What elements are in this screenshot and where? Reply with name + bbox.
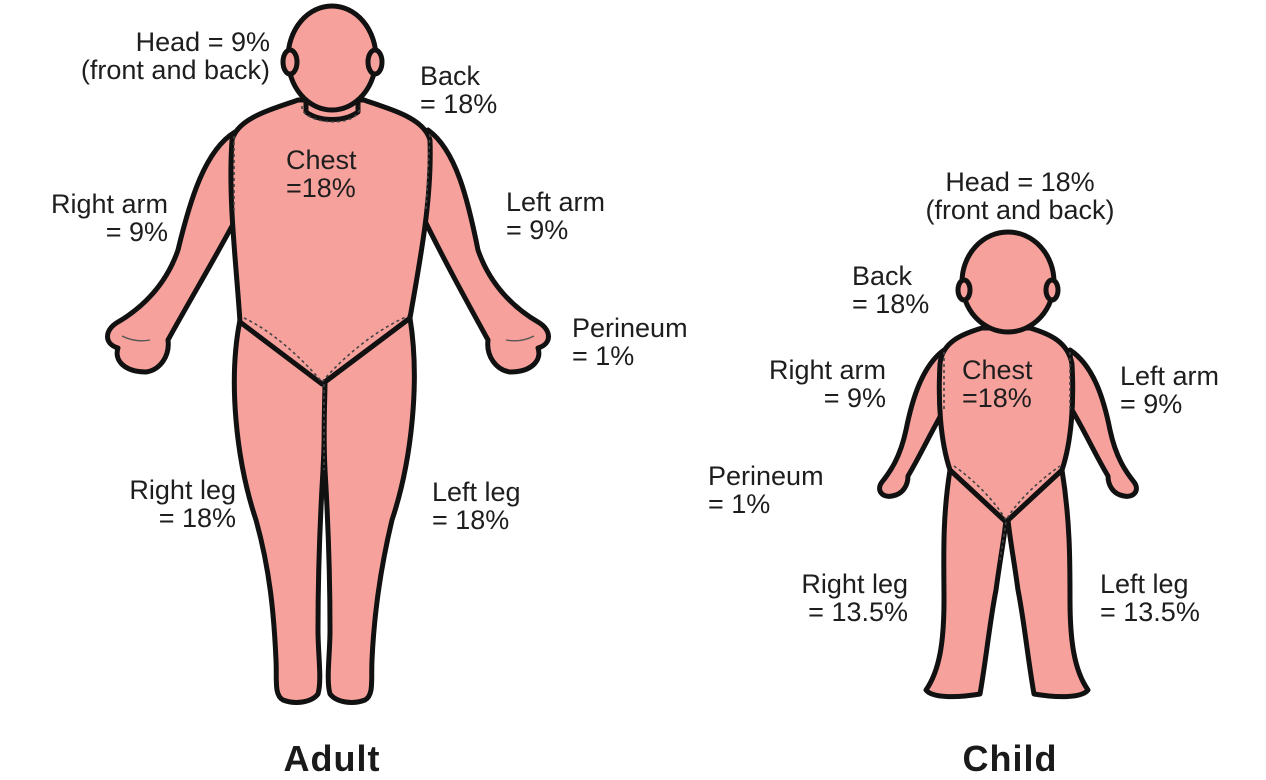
- child-perineum-label-line1: Perineum: [708, 462, 824, 490]
- adult-left-ear-shape: [283, 50, 297, 74]
- adult-back-label: Back = 18%: [420, 62, 497, 118]
- child-left-leg-label-line2: = 13.5%: [1100, 598, 1200, 626]
- adult-left-arm-label-line1: Left arm: [506, 188, 605, 216]
- adult-right-arm-label-line2: = 9%: [8, 218, 168, 246]
- adult-right-leg-label-line1: Right leg: [80, 476, 236, 504]
- adult-back-label-line1: Back: [420, 62, 497, 90]
- child-right-arm-shape: [880, 350, 944, 496]
- adult-head-label-line2: (front and back): [8, 56, 270, 84]
- child-left-leg-label-line1: Left leg: [1100, 570, 1200, 598]
- child-right-arm-label-line1: Right arm: [716, 356, 886, 384]
- child-right-ear-shape: [1046, 280, 1058, 300]
- child-right-arm-label-line2: = 9%: [716, 384, 886, 412]
- adult-back-label-line2: = 18%: [420, 90, 497, 118]
- adult-chest-label-line2: =18%: [286, 174, 357, 202]
- child-left-arm-label-line1: Left arm: [1120, 362, 1219, 390]
- child-chest-label-line2: =18%: [962, 384, 1033, 412]
- adult-right-ear-shape: [368, 50, 382, 74]
- child-back-label-line1: Back: [852, 262, 929, 290]
- child-back-label-line2: = 18%: [852, 290, 929, 318]
- child-right-leg-label: Right leg = 13.5%: [740, 570, 908, 626]
- child-chest-label: Chest =18%: [962, 356, 1033, 412]
- child-head-label: Head = 18% (front and back): [880, 168, 1160, 224]
- adult-perineum-label: Perineum = 1%: [572, 314, 688, 370]
- child-right-leg-label-line1: Right leg: [740, 570, 908, 598]
- child-head-label-line1: Head = 18%: [880, 168, 1160, 196]
- adult-perineum-label-line1: Perineum: [572, 314, 688, 342]
- child-perineum-label: Perineum = 1%: [708, 462, 824, 518]
- adult-right-arm-label-line1: Right arm: [8, 190, 168, 218]
- child-head-shape: [962, 232, 1054, 332]
- child-perineum-label-line2: = 1%: [708, 490, 824, 518]
- adult-left-arm-label-line2: = 9%: [506, 216, 605, 244]
- child-right-arm-label: Right arm = 9%: [716, 356, 886, 412]
- adult-left-arm-label: Left arm = 9%: [506, 188, 605, 244]
- child-left-leg-label: Left leg = 13.5%: [1100, 570, 1200, 626]
- adult-left-arm-shape: [422, 130, 549, 372]
- child-back-label: Back = 18%: [852, 262, 929, 318]
- child-caption: Child: [910, 738, 1110, 780]
- adult-left-leg-shape: [324, 318, 414, 702]
- adult-head-label-line1: Head = 9%: [8, 28, 270, 56]
- adult-perineum-label-line2: = 1%: [572, 342, 688, 370]
- adult-left-leg-label-line2: = 18%: [432, 506, 521, 534]
- adult-right-leg-label-line2: = 18%: [80, 504, 236, 532]
- adult-right-arm-shape: [108, 132, 239, 372]
- adult-chest-label-line1: Chest: [286, 146, 357, 174]
- adult-right-leg-label: Right leg = 18%: [80, 476, 236, 532]
- adult-chest-label: Chest =18%: [286, 146, 357, 202]
- adult-left-leg-label: Left leg = 18%: [432, 478, 521, 534]
- adult-left-leg-label-line1: Left leg: [432, 478, 521, 506]
- child-left-arm-label: Left arm = 9%: [1120, 362, 1219, 418]
- adult-head-shape: [288, 6, 376, 110]
- adult-head-label: Head = 9% (front and back): [8, 28, 270, 84]
- child-head-label-line2: (front and back): [880, 196, 1160, 224]
- adult-caption: Adult: [232, 738, 432, 780]
- child-chest-label-line1: Chest: [962, 356, 1033, 384]
- child-right-leg-label-line2: = 13.5%: [740, 598, 908, 626]
- child-left-arm-label-line2: = 9%: [1120, 390, 1219, 418]
- child-left-ear-shape: [958, 280, 970, 300]
- adult-right-arm-label: Right arm = 9%: [8, 190, 168, 246]
